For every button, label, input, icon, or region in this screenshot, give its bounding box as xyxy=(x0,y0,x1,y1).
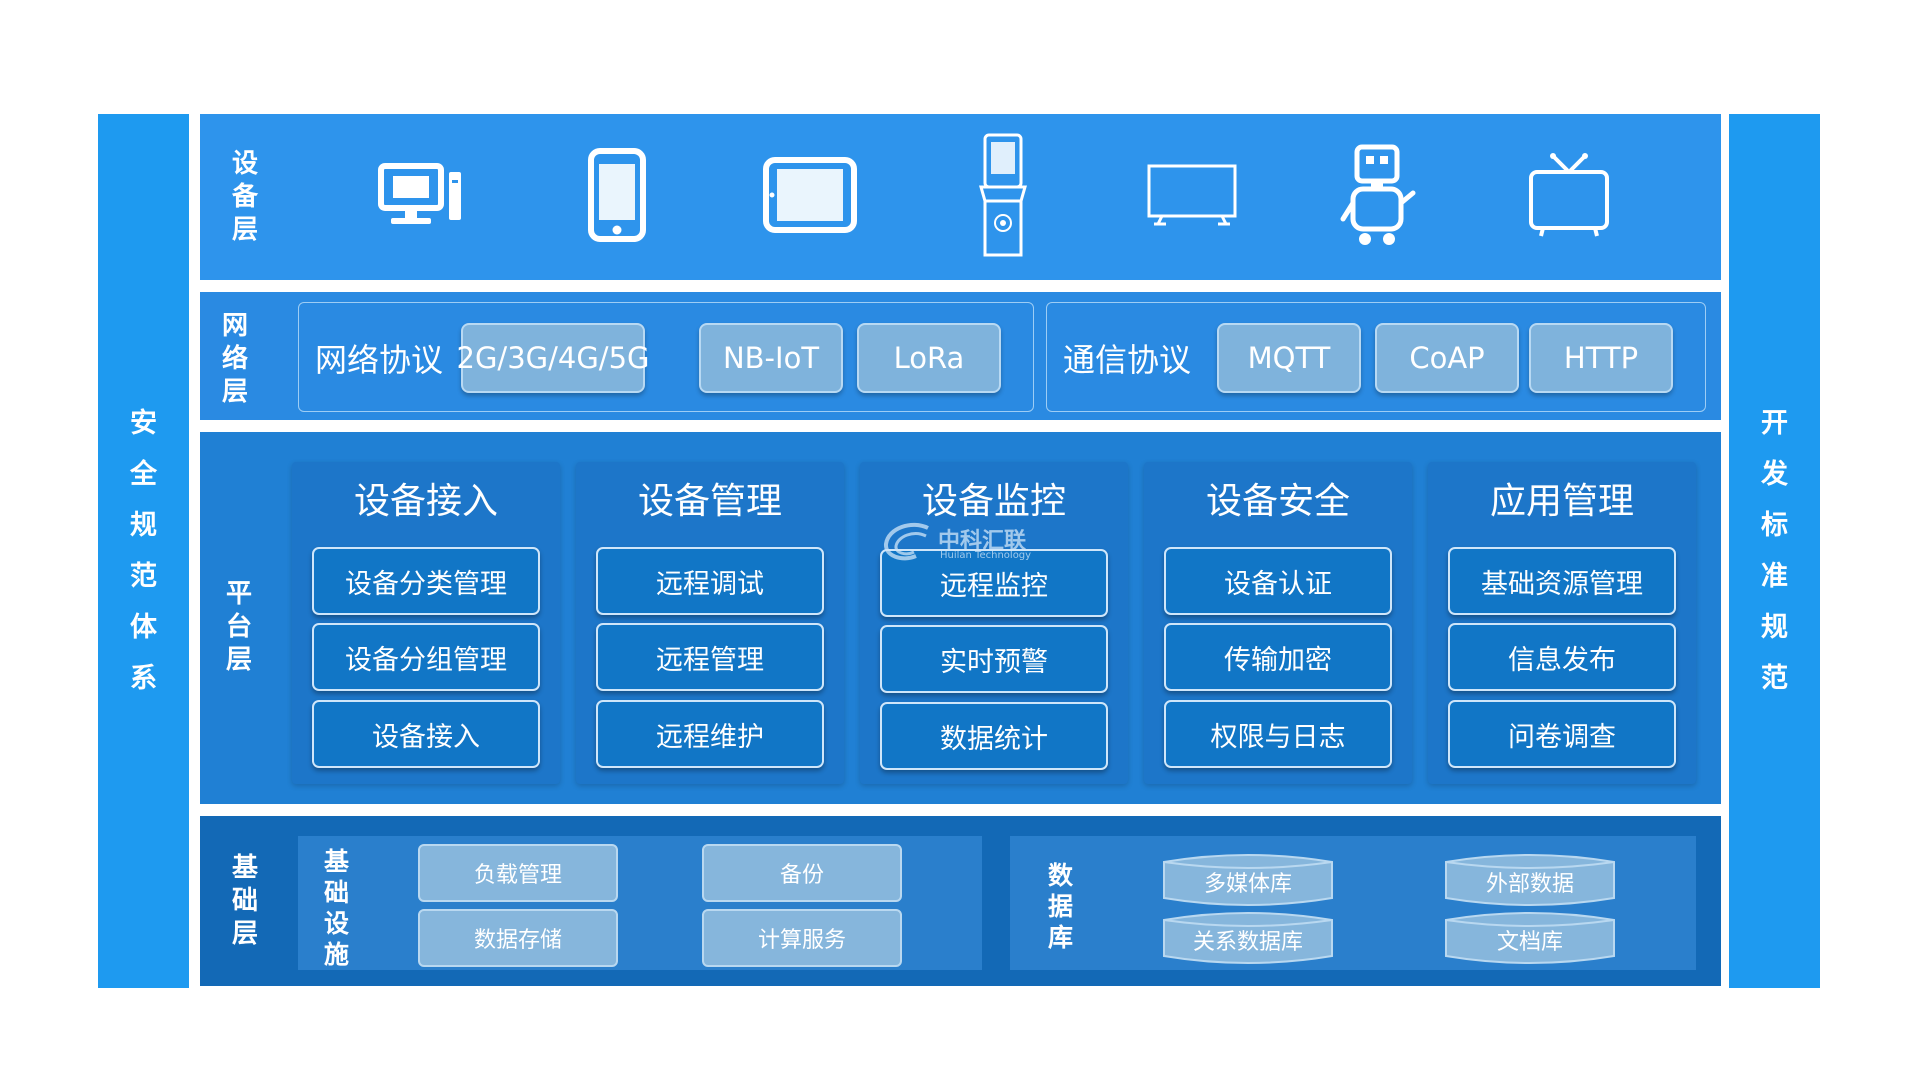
database-name: 外部数据 xyxy=(1485,872,1574,897)
database-cylinder: 外部数据 xyxy=(1444,852,1616,908)
database-label: 数 据 库 xyxy=(1048,860,1073,953)
platform-column-management: 设备管理 远程调试 远程管理 远程维护 xyxy=(576,462,844,784)
column-title: 应用管理 xyxy=(1489,481,1634,522)
pillar-char: 范 xyxy=(1761,663,1788,694)
protocol-pill: NB-IoT xyxy=(699,323,843,393)
comm-protocol-group: 通信协议 MQTT CoAP HTTP xyxy=(1046,302,1706,412)
label-char: 层 xyxy=(222,377,249,407)
platform-layer-label: 平 台 层 xyxy=(226,578,252,677)
television-icon xyxy=(1514,130,1624,260)
kiosk-terminal-icon xyxy=(948,130,1058,260)
function-box: 设备接入 xyxy=(312,700,540,768)
infra-item: 数据存储 xyxy=(418,909,618,967)
security-spec-pillar: 安 全 规 范 体 系 xyxy=(98,114,189,988)
label-char: 基 xyxy=(232,853,259,883)
column-title: 设备安全 xyxy=(1205,481,1350,522)
label-char: 层 xyxy=(232,215,259,245)
label-char: 础 xyxy=(232,886,259,916)
function-box: 远程维护 xyxy=(596,700,824,768)
protocol-pill: MQTT xyxy=(1217,323,1361,393)
pillar-char: 全 xyxy=(130,459,157,490)
database-name: 文档库 xyxy=(1496,930,1563,955)
function-box: 实时预警 xyxy=(880,625,1108,693)
function-box: 数据统计 xyxy=(880,702,1108,770)
function-box: 基础资源管理 xyxy=(1448,547,1676,615)
base-layer-label: 基 础 层 xyxy=(232,852,258,951)
platform-column-access: 设备接入 设备分类管理 设备分组管理 设备接入 xyxy=(292,462,560,784)
watermark-sub: Huilan Technology xyxy=(940,550,1032,561)
column-title: 设备监控 xyxy=(921,481,1066,522)
protocol-pill: 2G/3G/4G/5G xyxy=(457,323,650,393)
protocol-pill: HTTP xyxy=(1529,323,1673,393)
function-box: 设备分类管理 xyxy=(312,547,540,615)
platform-column-security: 设备安全 设备认证 传输加密 权限与日志 xyxy=(1144,462,1412,784)
pillar-char: 规 xyxy=(1761,612,1788,643)
label-char: 库 xyxy=(1048,923,1074,952)
label-char: 络 xyxy=(222,344,249,374)
platform-column-application: 应用管理 基础资源管理 信息发布 问卷调查 xyxy=(1428,462,1696,784)
function-box: 远程监控 xyxy=(880,549,1108,617)
network-layer-label: 网 络 层 xyxy=(222,310,248,409)
label-char: 施 xyxy=(324,940,350,969)
tablet-icon xyxy=(755,130,865,260)
label-char: 台 xyxy=(226,612,253,642)
label-char: 据 xyxy=(1048,892,1074,921)
label-char: 备 xyxy=(232,182,259,212)
label-char: 平 xyxy=(226,579,253,609)
pillar-char: 开 xyxy=(1761,408,1788,439)
platform-column-monitoring: 设备监控 远程监控 实时预警 数据统计 xyxy=(860,462,1128,784)
pillar-char: 标 xyxy=(1761,510,1788,541)
desktop-computer-icon xyxy=(366,130,476,260)
device-layer-label: 设 备 层 xyxy=(232,148,258,247)
label-char: 数 xyxy=(1048,861,1074,890)
label-char: 设 xyxy=(232,149,259,179)
infra-item: 负载管理 xyxy=(418,844,618,902)
logo-swoosh-icon xyxy=(884,522,929,561)
monitor-display-icon xyxy=(1137,130,1247,260)
pillar-char: 安 xyxy=(130,408,157,439)
protocol-pill: CoAP xyxy=(1375,323,1519,393)
protocol-pill: LoRa xyxy=(857,323,1001,393)
database-name: 多媒体库 xyxy=(1203,872,1292,897)
label-char: 础 xyxy=(324,878,350,907)
pillar-char: 发 xyxy=(1761,459,1788,490)
dev-standard-pillar: 开 发 标 准 规 范 xyxy=(1729,114,1820,988)
function-box: 设备认证 xyxy=(1164,547,1392,615)
infra-item: 备份 xyxy=(702,844,902,902)
pillar-char: 准 xyxy=(1761,561,1788,592)
database-cylinder: 关系数据库 xyxy=(1162,910,1334,966)
pillar-char: 规 xyxy=(130,510,157,541)
robot-icon xyxy=(1324,130,1434,260)
watermark-name: 中科汇联 xyxy=(938,529,1027,554)
network-protocol-title: 网络协议 xyxy=(315,341,444,379)
smartphone-icon xyxy=(562,130,672,260)
function-box: 远程管理 xyxy=(596,623,824,691)
function-box: 远程调试 xyxy=(596,547,824,615)
network-protocol-group: 网络协议 2G/3G/4G/5G NB-IoT LoRa xyxy=(298,302,1034,412)
database-name: 关系数据库 xyxy=(1192,930,1303,955)
function-box: 问卷调查 xyxy=(1448,700,1676,768)
label-char: 层 xyxy=(226,645,253,675)
column-title: 设备管理 xyxy=(637,481,782,522)
pillar-char: 系 xyxy=(130,663,157,694)
pillar-char: 范 xyxy=(130,561,157,592)
column-title: 设备接入 xyxy=(353,481,498,522)
label-char: 基 xyxy=(324,847,350,876)
function-box: 设备分组管理 xyxy=(312,623,540,691)
comm-protocol-title: 通信协议 xyxy=(1063,341,1192,379)
function-box: 传输加密 xyxy=(1164,623,1392,691)
label-char: 网 xyxy=(222,311,249,341)
watermark-logo: 中科汇联 Huilan Technology xyxy=(882,520,1082,564)
function-box: 信息发布 xyxy=(1448,623,1676,691)
function-box: 权限与日志 xyxy=(1164,700,1392,768)
infrastructure-label: 基 础 设 施 xyxy=(324,846,349,970)
database-cylinder: 多媒体库 xyxy=(1162,852,1334,908)
pillar-char: 体 xyxy=(130,612,157,643)
label-char: 设 xyxy=(324,909,350,938)
database-cylinder: 文档库 xyxy=(1444,910,1616,966)
infra-item: 计算服务 xyxy=(702,909,902,967)
label-char: 层 xyxy=(232,919,259,949)
